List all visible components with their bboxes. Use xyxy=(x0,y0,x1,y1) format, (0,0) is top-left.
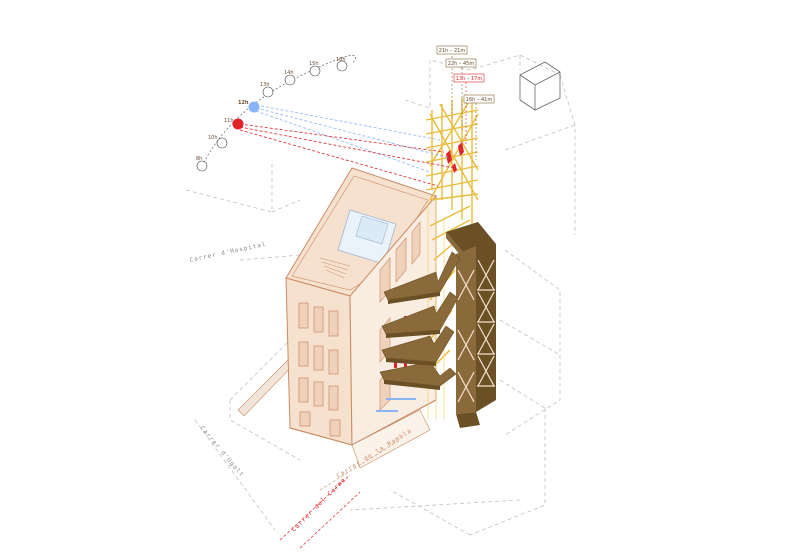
angle-leaders xyxy=(451,56,477,160)
facade-windows xyxy=(298,302,341,437)
angle-label-3: 13h – 17m xyxy=(453,73,485,83)
walkway-1 xyxy=(383,251,461,301)
sun-hour-label: 16h xyxy=(336,57,346,63)
svg-text:13h – 17m: 13h – 17m xyxy=(456,76,483,82)
sun-position-15h xyxy=(309,65,321,77)
svg-text:22h – 45m: 22h – 45m xyxy=(448,61,475,67)
lattice-highlights xyxy=(446,142,464,173)
sun-hour-label: 12h xyxy=(238,100,249,106)
angle-label-4: 16h – 41m xyxy=(463,94,495,104)
angle-label-1: 21h – 21m xyxy=(436,45,468,55)
sun-hour-label: 13h xyxy=(260,82,270,88)
sun-hour-label: 11h xyxy=(224,118,234,124)
sun-position-12h xyxy=(248,101,260,113)
sun-position-10h xyxy=(216,137,228,149)
rooftop-box xyxy=(519,61,561,111)
walkway-3 xyxy=(381,325,455,363)
sun-rays-blue xyxy=(255,104,451,173)
street-label-ugalt: Carrer d'Ugalt xyxy=(198,425,245,479)
sun-path: 8h 10h 11h 12h 13h 14h 15h 16h xyxy=(196,55,357,172)
sun-hour-label: 15h xyxy=(309,61,319,67)
svg-text:21h – 21m: 21h – 21m xyxy=(439,48,466,54)
sun-rays-red xyxy=(239,123,455,187)
sun-position-16h xyxy=(336,60,348,72)
street-guides xyxy=(279,474,361,549)
sun-hour-label: 10h xyxy=(208,135,218,141)
sun-hour-label: 8h xyxy=(196,156,202,162)
svg-text:16h – 41m: 16h – 41m xyxy=(466,97,493,103)
street-label-hospital: Carrer d'Hospital xyxy=(189,241,267,264)
sun-position-13h xyxy=(262,86,274,98)
sun-position-11h xyxy=(232,118,244,130)
sun-position-8h xyxy=(196,160,208,172)
angle-labels: 21h – 21m 22h – 45m 13h – 17m 16h – 41m xyxy=(436,45,495,104)
sun-hour-label: 14h xyxy=(284,70,294,76)
sun-position-14h xyxy=(284,74,296,86)
angle-label-2: 22h – 45m xyxy=(445,58,477,68)
tower xyxy=(446,222,496,428)
